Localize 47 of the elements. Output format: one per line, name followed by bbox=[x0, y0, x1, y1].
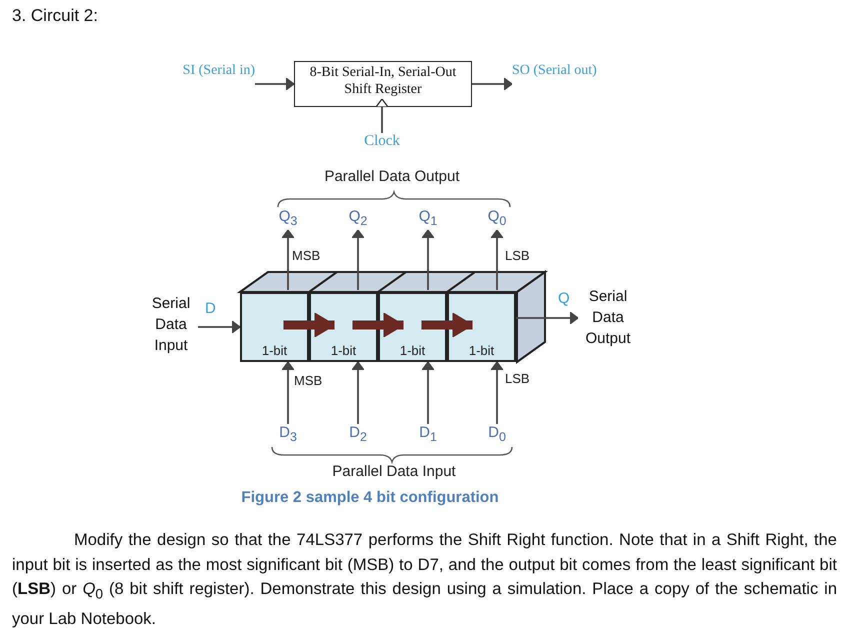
signal-label: SO (Serial out) bbox=[512, 62, 604, 98]
bit-cell bbox=[240, 292, 309, 362]
bit-order-label: MSB bbox=[292, 248, 322, 265]
arrow bbox=[255, 77, 295, 91]
cell-label: 1-bit bbox=[330, 343, 356, 358]
signal-label: Clock bbox=[358, 133, 406, 151]
cell-label: 1-bit bbox=[262, 343, 288, 358]
arrow bbox=[351, 229, 365, 290]
arrow bbox=[490, 229, 504, 290]
output-label: Q$_{2}$ bbox=[342, 208, 374, 230]
pin-label: D bbox=[205, 300, 217, 318]
bit-order-label: LSB bbox=[505, 248, 531, 265]
signal-label: SI (Serial in) bbox=[170, 62, 255, 98]
arrow bbox=[490, 361, 504, 424]
figure-caption: Figure 2 sample 4 bit configuration bbox=[240, 489, 500, 508]
cell-label: 1-bit bbox=[400, 343, 426, 358]
arrow bbox=[351, 361, 365, 424]
input-label: D$_{2}$ bbox=[342, 424, 374, 446]
cell-label: 1-bit bbox=[468, 343, 494, 358]
arrow bbox=[472, 77, 513, 91]
bit-cell bbox=[447, 292, 516, 362]
output-label: Q$_{1}$ bbox=[412, 208, 444, 230]
heading: 3. Circuit 2: bbox=[12, 6, 99, 27]
signal-label: Serial Data Output bbox=[578, 286, 638, 352]
shift-arrow bbox=[283, 312, 336, 338]
group-label: Parallel Data Output bbox=[323, 168, 461, 187]
bit-order-label: LSB bbox=[505, 371, 531, 388]
arrow bbox=[421, 229, 435, 290]
arrow bbox=[375, 98, 389, 133]
output-label: Q$_{0}$ bbox=[481, 208, 513, 230]
arrow bbox=[516, 311, 579, 325]
arrow bbox=[198, 320, 241, 334]
signal-label: Serial Data Input bbox=[144, 293, 198, 359]
shift-arrow bbox=[352, 312, 404, 338]
arrow bbox=[281, 229, 295, 290]
pin-label: Q bbox=[558, 290, 571, 308]
shift-arrow bbox=[421, 312, 474, 338]
output-label: Q$_{3}$ bbox=[272, 208, 304, 230]
arrow bbox=[421, 361, 435, 424]
bit-order-label: MSB bbox=[294, 373, 324, 390]
arrow bbox=[281, 361, 295, 424]
input-label: D$_{0}$ bbox=[481, 424, 513, 446]
group-label: Parallel Data Input bbox=[331, 463, 457, 482]
input-label: D$_{3}$ bbox=[272, 424, 304, 446]
register-box: 8-Bit Serial-In, Serial-Out Shift Register bbox=[294, 61, 472, 107]
input-label: D$_{1}$ bbox=[412, 424, 444, 446]
paragraph: Modify the design so that the 74LS377 performs the Shift Right function. Note that in a Shift Right, the input bit is inserted as the most significant bit (MSB) to D7, and the output bit comes from the least significant bit (LSB) or Q$_{0}$ (8 bit shift register). Demonstrate this design using a simulation. Place a copy of the schematic in your Lab Notebook. bbox=[12, 530, 837, 630]
